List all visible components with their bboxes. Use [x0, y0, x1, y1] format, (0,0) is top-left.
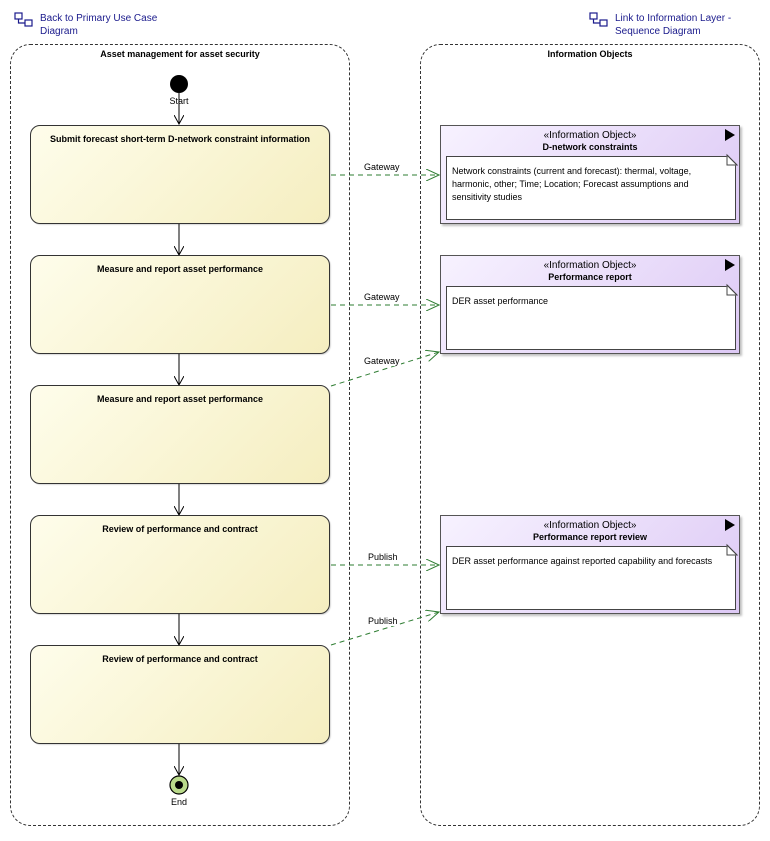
info-object-performance-report[interactable]: «Information Object» Performance report … [440, 255, 740, 354]
action-review-contract-1[interactable]: Review of performance and contract [30, 515, 330, 614]
action-review-contract-2[interactable]: Review of performance and contract [30, 645, 330, 744]
end-label: End [170, 797, 187, 807]
back-link-text: Back to Primary Use Case Diagram [40, 13, 158, 37]
start-label: Start [169, 96, 189, 106]
object-stereotype: «Information Object» [543, 260, 637, 271]
lane-information-objects: Information Objects [420, 44, 760, 826]
object-name: Performance report [548, 272, 632, 282]
diagram-link-icon [14, 12, 33, 27]
back-to-primary-use-case-link[interactable]: Back to Primary Use Case Diagram [14, 12, 157, 38]
object-note: DER asset performance [446, 286, 736, 350]
information-layer-sequence-link[interactable]: Link to Information Layer - Sequence Dia… [589, 12, 731, 38]
info-object-d-network-constraints[interactable]: «Information Object» D-network constrain… [440, 125, 740, 224]
action-label: Review of performance and contract [102, 654, 258, 664]
action-label: Measure and report asset performance [96, 394, 264, 404]
info-link-text: Link to Information Layer - Sequence Dia… [615, 13, 732, 37]
flow-label-publish: Publish [367, 616, 399, 626]
object-name: Performance report review [532, 532, 648, 542]
lane-asset-management: Asset management for asset security [10, 44, 350, 826]
object-stereotype: «Information Object» [543, 520, 637, 531]
start-node [170, 75, 188, 93]
object-note-text: Network constraints (current and forecas… [452, 166, 692, 202]
object-name: D-network constraints [542, 142, 638, 152]
lane-title: Asset management for asset security [100, 49, 260, 59]
flow-label-gateway: Gateway [363, 292, 401, 302]
object-note: DER asset performance against reported c… [446, 546, 736, 610]
object-note: Network constraints (current and forecas… [446, 156, 736, 220]
action-label: Measure and report asset performance [96, 264, 264, 274]
lane-title: Information Objects [547, 49, 633, 59]
action-label: Submit forecast short-term D-network con… [49, 134, 311, 144]
object-stereotype: «Information Object» [543, 130, 637, 141]
info-object-performance-report-review[interactable]: «Information Object» Performance report … [440, 515, 740, 614]
object-flow-arrow [330, 352, 439, 387]
action-label: Review of performance and contract [102, 524, 258, 534]
object-flag-icon [725, 519, 735, 531]
flow-label-publish: Publish [367, 552, 399, 562]
end-node-center [175, 781, 183, 789]
object-flow-arrow [330, 612, 439, 646]
action-measure-report-2[interactable]: Measure and report asset performance [30, 385, 330, 484]
object-note-text: DER asset performance against reported c… [452, 556, 713, 566]
flow-label-gateway: Gateway [363, 162, 401, 172]
flow-label-gateway: Gateway [363, 356, 401, 366]
action-measure-report-1[interactable]: Measure and report asset performance [30, 255, 330, 354]
action-submit-forecast[interactable]: Submit forecast short-term D-network con… [30, 125, 330, 224]
object-note-text: DER asset performance [452, 296, 549, 306]
diagram-link-icon [589, 12, 608, 27]
object-flag-icon [725, 129, 735, 141]
object-flag-icon [725, 259, 735, 271]
